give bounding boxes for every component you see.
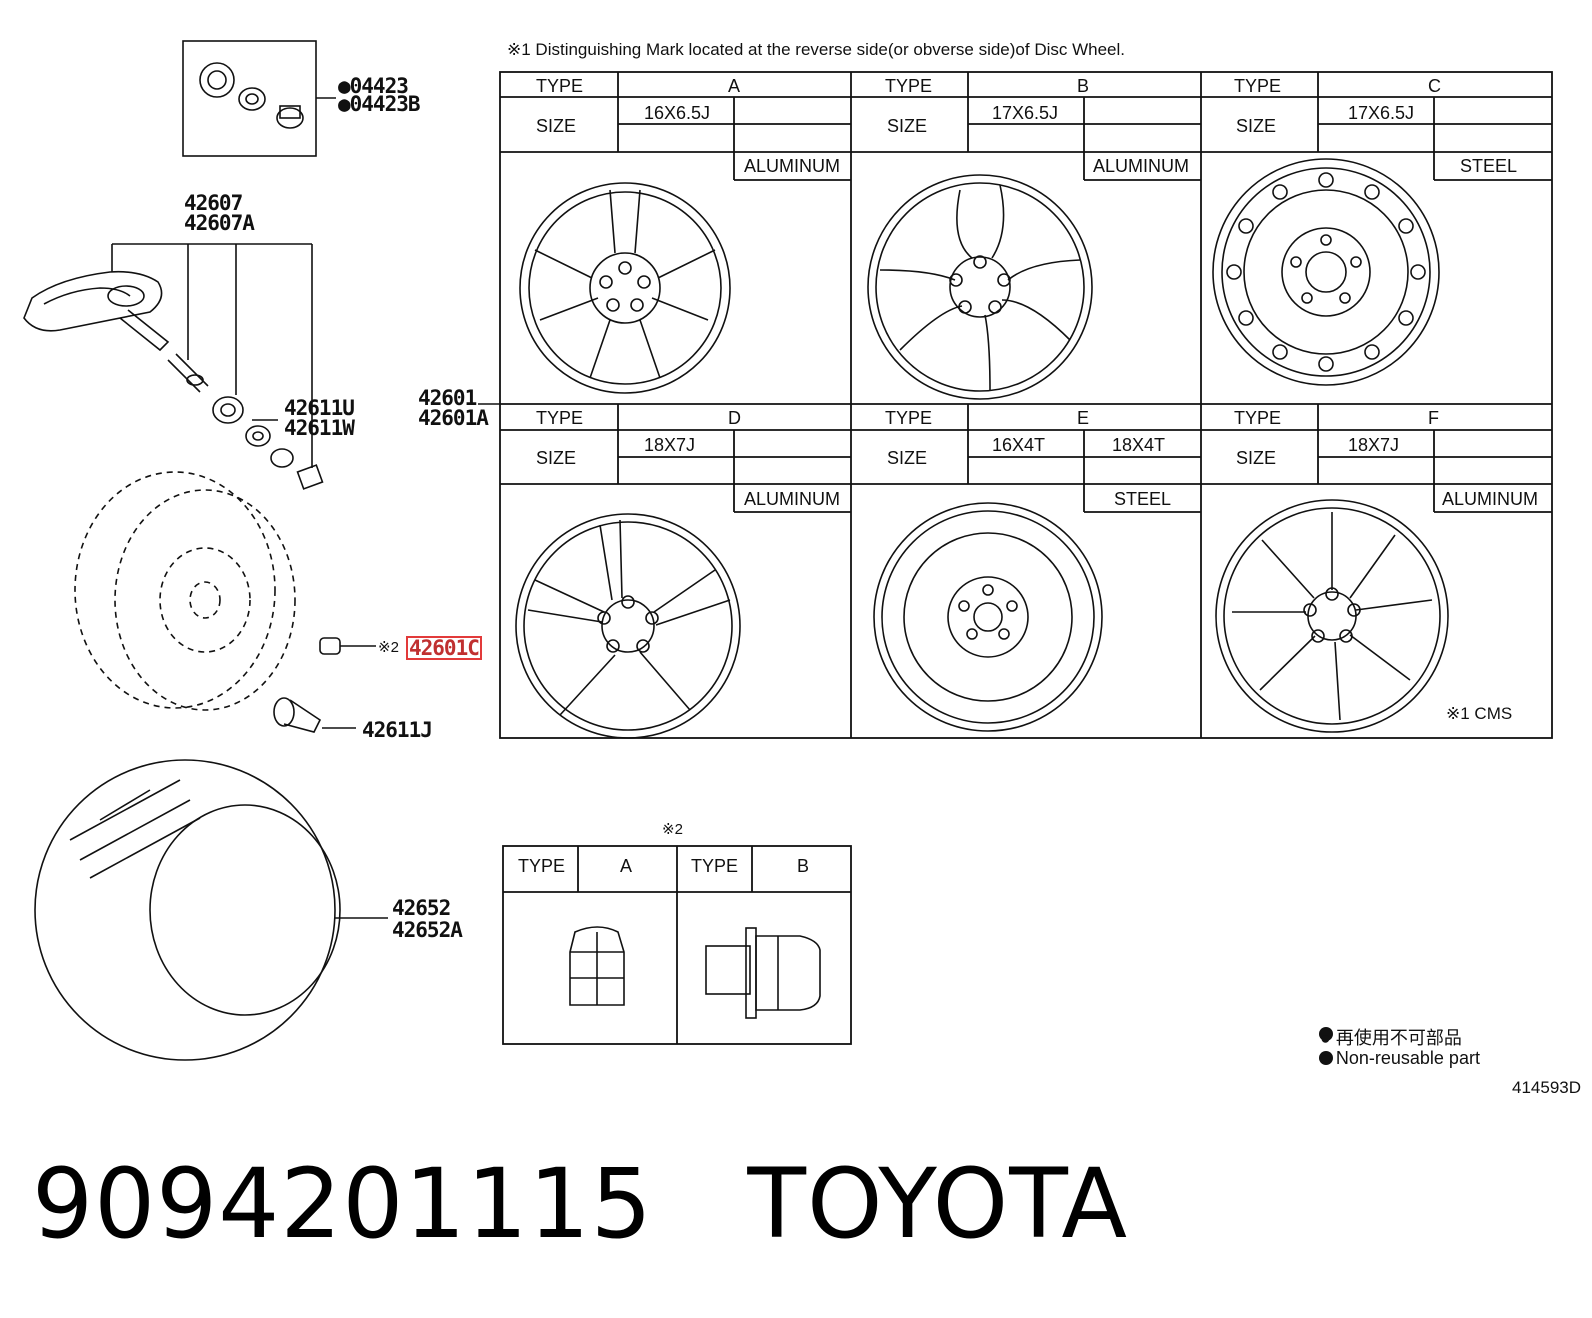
footer-brand: TOYOTA bbox=[747, 1148, 1129, 1260]
callout-valve-j[interactable]: 42611J bbox=[362, 718, 433, 742]
nut-type-a: A bbox=[620, 856, 633, 876]
wheel-d-size: 18X7J bbox=[644, 435, 696, 455]
wheel-e-size-alt: 18X4T bbox=[1112, 435, 1166, 455]
wheel-c-type: C bbox=[1428, 76, 1441, 96]
wheel-b-size: 17X6.5J bbox=[992, 103, 1059, 123]
callout-valve-a[interactable]: 42611U bbox=[284, 396, 355, 420]
kit-cap-icon bbox=[199, 62, 304, 129]
callout-sensor-a[interactable]: 42607 bbox=[184, 191, 243, 215]
size-label-d: SIZE bbox=[536, 448, 577, 468]
wheel-c-material: STEEL bbox=[1460, 156, 1518, 176]
footer-part-number: 9094201115 bbox=[32, 1148, 653, 1260]
callout-wheel-b[interactable]: 42601A bbox=[418, 406, 489, 430]
wheel-assembly-icon bbox=[74, 471, 296, 711]
wheel-e-size: 16X4T bbox=[992, 435, 1046, 455]
wheel-a-material: ALUMINUM bbox=[744, 156, 841, 176]
wheel-b-icon bbox=[867, 174, 1093, 400]
type-label-a: TYPE bbox=[536, 76, 584, 96]
valve-j-icon bbox=[273, 697, 356, 733]
header-note: ※1 Distinguishing Mark located at the re… bbox=[507, 40, 1126, 59]
lug-nut-icon bbox=[319, 637, 376, 655]
nut-table-ref: ※2 bbox=[662, 821, 683, 838]
wheel-d-icon bbox=[515, 513, 741, 739]
wheel-f-material: ALUMINUM bbox=[1442, 489, 1539, 509]
size-label-c: SIZE bbox=[1236, 116, 1277, 136]
nut-type-label-a: TYPE bbox=[518, 856, 566, 876]
cms-note: ※1 CMS bbox=[1446, 704, 1513, 723]
size-label-a: SIZE bbox=[536, 116, 577, 136]
wheel-e-type: E bbox=[1077, 408, 1090, 428]
wheel-f-type: F bbox=[1428, 408, 1439, 428]
callout-kit-a[interactable]: ●04423 bbox=[338, 74, 409, 98]
size-label-b: SIZE bbox=[887, 116, 928, 136]
callout-tire-a[interactable]: 42652 bbox=[392, 896, 451, 920]
wheel-c-icon bbox=[1212, 158, 1440, 386]
tpms-sensor-icon bbox=[23, 270, 209, 393]
kit-box bbox=[182, 40, 317, 157]
type-label-e: TYPE bbox=[885, 408, 933, 428]
type-label-d: TYPE bbox=[536, 408, 584, 428]
wheel-f-size: 18X7J bbox=[1348, 435, 1400, 455]
wheel-table-grid bbox=[499, 71, 1553, 739]
nut-table-grid bbox=[502, 845, 852, 1045]
nut-type-label-b: TYPE bbox=[691, 856, 739, 876]
wheel-a-icon bbox=[519, 182, 731, 394]
wheel-d-type: D bbox=[728, 408, 741, 428]
wheel-d-material: ALUMINUM bbox=[744, 489, 841, 509]
callout-kit-b[interactable]: ●04423B bbox=[338, 92, 421, 116]
wheel-f-icon bbox=[1215, 499, 1449, 733]
wheel-a-size: 16X6.5J bbox=[644, 103, 711, 123]
wheel-e-icon bbox=[873, 502, 1103, 732]
valve-parts-icon bbox=[212, 396, 324, 490]
nut-type-a-icon bbox=[569, 926, 625, 1006]
tire-icon bbox=[34, 759, 388, 1061]
legend-non-reusable-en: ● Non-reusable part bbox=[1320, 1048, 1480, 1068]
size-label-e: SIZE bbox=[887, 448, 928, 468]
callout-sensor-b[interactable]: 42607A bbox=[184, 211, 255, 235]
callout-nut-ref: ※2 bbox=[378, 639, 399, 656]
callout-wheel-a[interactable]: 42601 bbox=[418, 386, 477, 410]
nut-type-b: B bbox=[797, 856, 810, 876]
wheel-c-size: 17X6.5J bbox=[1348, 103, 1415, 123]
size-label-f: SIZE bbox=[1236, 448, 1277, 468]
callout-valve-b[interactable]: 42611W bbox=[284, 416, 355, 440]
wheel-a-type: A bbox=[728, 76, 741, 96]
type-label-c: TYPE bbox=[1234, 76, 1282, 96]
nut-type-b-icon bbox=[705, 927, 821, 1019]
wheel-e-material: STEEL bbox=[1114, 489, 1172, 509]
diagram-code: 414593D bbox=[1512, 1078, 1582, 1097]
wheel-b-material: ALUMINUM bbox=[1093, 156, 1190, 176]
type-label-b: TYPE bbox=[885, 76, 933, 96]
legend-non-reusable-jp: ● 再使用不可部品 bbox=[1320, 1028, 1462, 1048]
footer-title: 9094201115 TOYOTA bbox=[32, 1148, 1128, 1260]
type-label-f: TYPE bbox=[1234, 408, 1282, 428]
wheel-b-type: B bbox=[1077, 76, 1090, 96]
callout-nut-part-highlighted[interactable]: 42601C bbox=[406, 636, 482, 660]
callout-tire-b[interactable]: 42652A bbox=[392, 918, 463, 942]
